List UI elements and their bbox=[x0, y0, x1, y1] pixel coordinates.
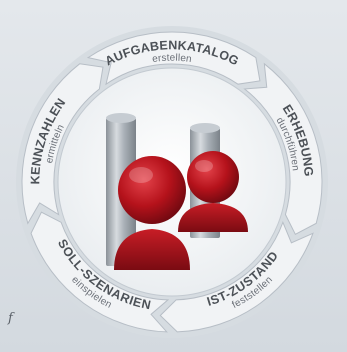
segment-labels: AUFGABENKATALOGerstellenERHEBUNGdurchfüh… bbox=[28, 38, 315, 312]
cycle-segment bbox=[21, 63, 104, 225]
segment-subtitle: erstellen bbox=[152, 53, 193, 66]
cycle-segments bbox=[21, 31, 323, 333]
footnote-text: f bbox=[7, 311, 15, 326]
cycle-segment bbox=[243, 62, 323, 236]
person-front-icon bbox=[114, 156, 190, 270]
cycle-segment bbox=[30, 211, 170, 333]
cycle-segment bbox=[86, 31, 261, 86]
two-people-icon bbox=[106, 113, 248, 270]
cycle-segment bbox=[159, 220, 314, 333]
person-back-icon bbox=[178, 151, 248, 232]
